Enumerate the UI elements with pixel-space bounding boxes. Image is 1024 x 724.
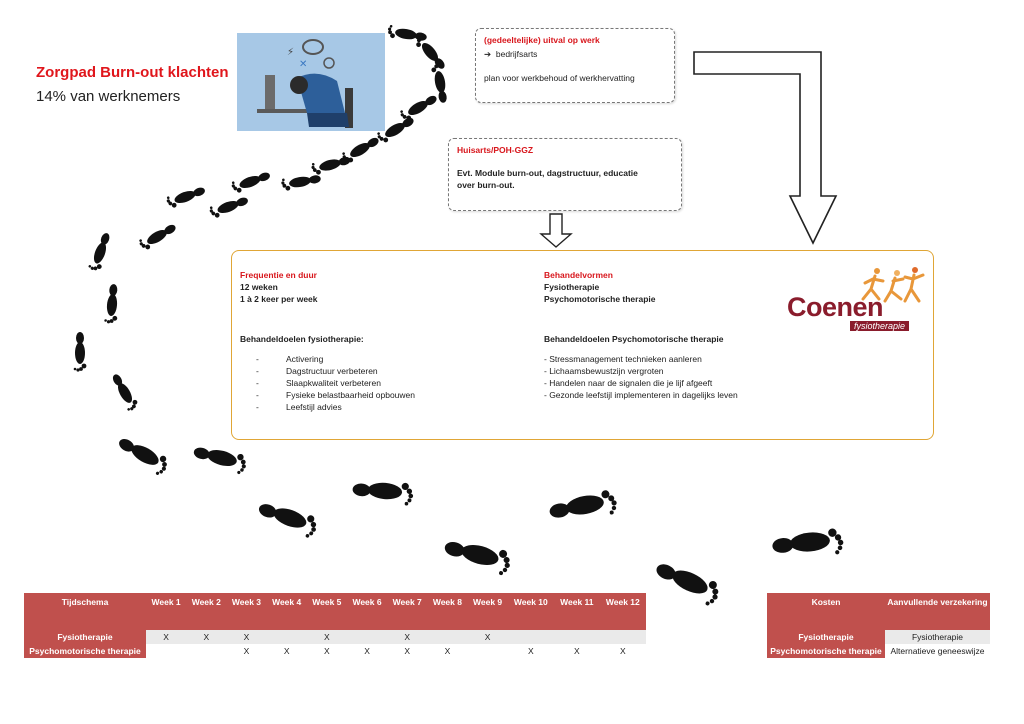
arrow-huisarts-to-main bbox=[539, 213, 573, 248]
table-cell bbox=[146, 644, 187, 658]
page-title: Zorgpad Burn-out klachten bbox=[36, 64, 229, 81]
freq-line: 1 à 2 keer per week bbox=[240, 294, 318, 304]
table-header: Week 6 bbox=[346, 593, 388, 630]
table-cell: X bbox=[186, 630, 227, 644]
table-header: Week 1 bbox=[146, 593, 187, 630]
logo-name: Coenen bbox=[787, 292, 884, 322]
coenen-logo: Coenen fysiotherapie bbox=[787, 265, 927, 335]
table-cell bbox=[553, 630, 600, 644]
table-cell: X bbox=[599, 644, 646, 658]
svg-text:⚡: ⚡ bbox=[287, 47, 294, 58]
frequency-section: Frequentie en duur 12 weken 1 à 2 keer p… bbox=[240, 269, 520, 413]
table-cell: X bbox=[553, 644, 600, 658]
table-row: Fysiotherapie Fysiotherapie bbox=[767, 630, 990, 644]
table-header: Tijdschema bbox=[24, 593, 146, 630]
table-header: Week 4 bbox=[266, 593, 307, 630]
pmt-goal-item: - Handelen naar de signalen die je lijf … bbox=[544, 378, 713, 388]
uitval-box: (gedeeltelijke) uitval op werk ➔ bedrijf… bbox=[475, 28, 675, 103]
table-row: Fysiotherapie X X X X X X bbox=[24, 630, 646, 644]
table-cell: Alternatieve geneeswijze bbox=[885, 644, 990, 658]
logo-sub: fysiotherapie bbox=[850, 321, 910, 331]
table-cell bbox=[427, 630, 468, 644]
table-header: Week 9 bbox=[467, 593, 508, 630]
table-header: Aanvullende verzekering bbox=[885, 593, 990, 630]
table-cell: X bbox=[427, 644, 468, 658]
table-row: Psychomotorische therapie X X X X X X X … bbox=[24, 644, 646, 658]
row-label: Fysiotherapie bbox=[767, 630, 885, 644]
table-cell: X bbox=[226, 644, 267, 658]
form-item: Psychomotorische therapie bbox=[544, 294, 656, 304]
pmt-goal-item: - Gezonde leefstijl implementeren in dag… bbox=[544, 390, 738, 400]
table-cell bbox=[346, 630, 388, 644]
uitval-item: bedrijfsarts bbox=[495, 49, 538, 59]
freq-heading: Frequentie en duur bbox=[240, 270, 317, 280]
forms-section: Behandelvormen Fysiotherapie Psychomotor… bbox=[544, 269, 844, 401]
schedule-table: Tijdschema Week 1 Week 2 Week 3 Week 4 W… bbox=[24, 593, 646, 658]
table-cell bbox=[266, 630, 307, 644]
uitval-text: plan voor werkbehoud of werkhervatting bbox=[484, 73, 635, 83]
burnout-illustration: ✕ ⚡ bbox=[237, 33, 385, 131]
table-cell: X bbox=[306, 644, 347, 658]
table-row: Psychomotorische therapie Alternatieve g… bbox=[767, 644, 990, 658]
table-cell bbox=[467, 644, 508, 658]
table-cell bbox=[507, 630, 554, 644]
freq-line: 12 weken bbox=[240, 282, 278, 292]
table-header: Week 8 bbox=[427, 593, 468, 630]
arrow-uitval-to-main bbox=[693, 51, 838, 245]
table-header: Week 7 bbox=[387, 593, 428, 630]
burnout-person-icon: ✕ ⚡ bbox=[257, 39, 353, 128]
table-cell bbox=[599, 630, 646, 644]
huisarts-line2: over burn-out. bbox=[457, 180, 515, 190]
goal-item: -Leefstijl advies bbox=[256, 402, 342, 412]
goals-pmt-heading: Behandeldoelen Psychomotorische therapie bbox=[544, 334, 724, 344]
arrow-right-icon: ➔ bbox=[484, 49, 492, 59]
form-item: Fysiotherapie bbox=[544, 282, 600, 292]
forms-heading: Behandelvormen bbox=[544, 270, 613, 280]
table-header: Week 11 bbox=[553, 593, 600, 630]
huisarts-line1: Evt. Module burn-out, dagstructuur, educ… bbox=[457, 168, 638, 178]
table-cell: Fysiotherapie bbox=[885, 630, 990, 644]
table-cell: X bbox=[467, 630, 508, 644]
table-cell: X bbox=[387, 630, 428, 644]
goals-fysio-heading: Behandeldoelen fysiotherapie: bbox=[240, 334, 364, 344]
goal-item: -Activering bbox=[256, 354, 324, 364]
treatment-box: Frequentie en duur 12 weken 1 à 2 keer p… bbox=[231, 250, 934, 440]
table-cell: X bbox=[507, 644, 554, 658]
table-header: Kosten bbox=[767, 593, 885, 630]
table-cell: X bbox=[387, 644, 428, 658]
table-header: Week 2 bbox=[186, 593, 227, 630]
table-cell: X bbox=[226, 630, 267, 644]
pmt-goal-item: - Stressmanagement technieken aanleren bbox=[544, 354, 702, 364]
goal-item: -Dagstructuur verbeteren bbox=[256, 366, 378, 376]
pmt-goal-item: - Lichaamsbewustzijn vergroten bbox=[544, 366, 664, 376]
costs-table: Kosten Aanvullende verzekering Fysiother… bbox=[767, 593, 990, 658]
running-figures-icon bbox=[861, 267, 925, 303]
svg-text:✕: ✕ bbox=[299, 59, 307, 70]
table-cell bbox=[186, 644, 227, 658]
goal-item: -Fysieke belastbaarheid opbouwen bbox=[256, 390, 416, 400]
huisarts-box: Huisarts/POH-GGZ Evt. Module burn-out, d… bbox=[448, 138, 682, 211]
table-header: Week 5 bbox=[306, 593, 347, 630]
table-cell: X bbox=[146, 630, 187, 644]
table-header: Week 12 bbox=[599, 593, 646, 630]
table-header: Week 10 bbox=[507, 593, 554, 630]
table-header: Week 3 bbox=[226, 593, 267, 630]
row-label: Psychomotorische therapie bbox=[24, 644, 146, 658]
page-subtitle: 14% van werknemers bbox=[36, 88, 181, 105]
table-cell: X bbox=[266, 644, 307, 658]
row-label: Fysiotherapie bbox=[24, 630, 146, 644]
huisarts-heading: Huisarts/POH-GGZ bbox=[457, 145, 534, 155]
uitval-heading: (gedeeltelijke) uitval op werk bbox=[484, 35, 600, 45]
row-label: Psychomotorische therapie bbox=[767, 644, 885, 658]
table-cell: X bbox=[346, 644, 388, 658]
table-cell: X bbox=[306, 630, 347, 644]
goal-item: -Slaapkwaliteit verbeteren bbox=[256, 378, 381, 388]
